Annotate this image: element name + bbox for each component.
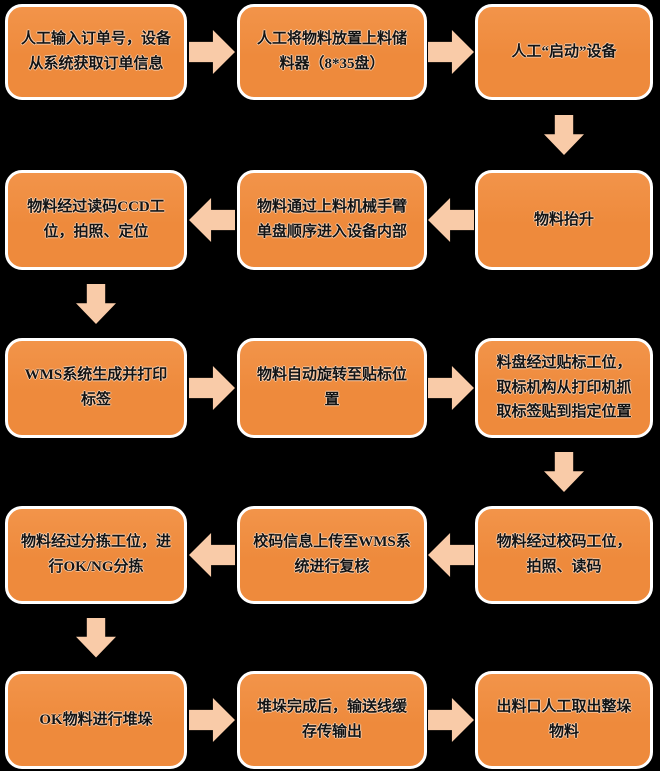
flow-node-8: 物料自动旋转至贴标位置 <box>237 338 427 438</box>
arrow-down-icon <box>76 617 116 658</box>
arrow-left-icon <box>189 198 235 242</box>
flow-node-6: 物料经过读码CCD工位，拍照、定位 <box>5 170 187 270</box>
arrow-down-icon <box>544 452 584 492</box>
flow-node-12: 物料经过分拣工位，进行OK/NG分拣 <box>5 506 187 604</box>
arrow-right-icon <box>189 30 235 74</box>
flow-node-2: 人工将物料放置上料储料器（8*35盘） <box>237 4 427 100</box>
flow-node-7: WMS系统生成并打印标签 <box>5 338 187 438</box>
flow-node-3: 人工“启动”设备 <box>475 4 653 100</box>
arrow-right-icon <box>428 366 474 410</box>
arrow-right-icon <box>189 698 235 742</box>
arrow-down-icon <box>76 284 116 324</box>
flow-node-13: OK物料进行堆垛 <box>5 671 187 769</box>
arrow-left-icon <box>189 533 235 577</box>
arrow-left-icon <box>428 533 474 577</box>
flow-node-4: 物料抬升 <box>475 170 653 270</box>
arrow-right-icon <box>189 366 235 410</box>
flow-node-11: 校码信息上传至WMS系统进行复核 <box>237 506 427 604</box>
arrow-left-icon <box>428 198 474 242</box>
flow-node-9: 料盘经过贴标工位，取标机构从打印机抓取标签贴到指定位置 <box>475 338 653 438</box>
flow-node-15: 出料口人工取出整垛物料 <box>475 671 653 769</box>
arrow-right-icon <box>428 30 474 74</box>
arrow-down-icon <box>544 115 584 155</box>
arrow-right-icon <box>428 698 474 742</box>
flow-node-14: 堆垛完成后，输送线缓存传输出 <box>237 671 427 769</box>
flow-node-5: 物料通过上料机械手臂单盘顺序进入设备内部 <box>237 170 427 270</box>
flow-node-1: 人工输入订单号，设备从系统获取订单信息 <box>5 4 187 100</box>
flow-node-10: 物料经过校码工位，拍照、读码 <box>475 506 653 604</box>
